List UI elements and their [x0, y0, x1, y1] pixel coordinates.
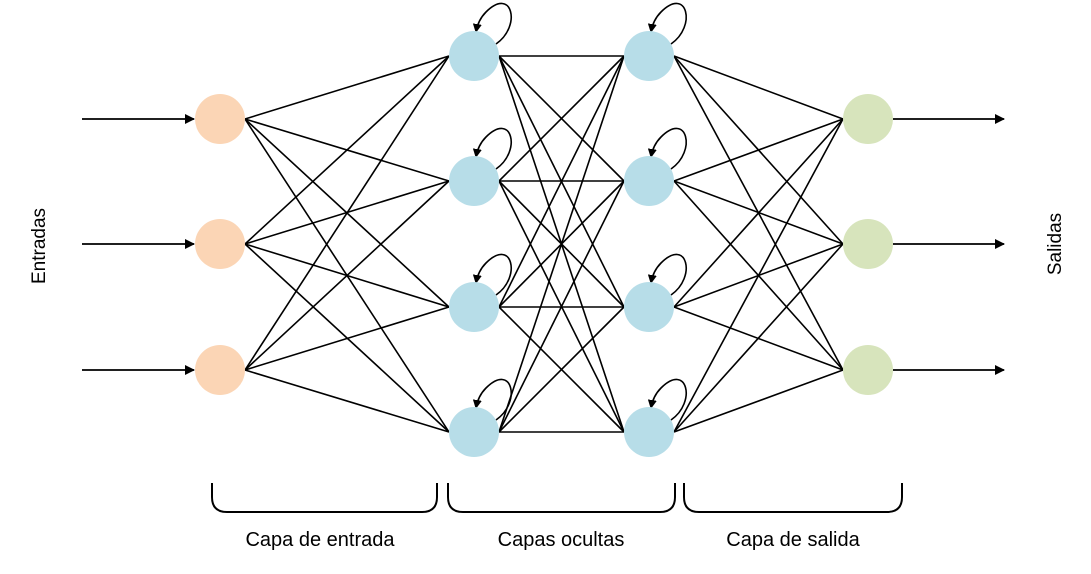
connection-line — [244, 306, 450, 371]
hidden-layers-brace — [447, 483, 676, 513]
output-node — [843, 94, 893, 144]
connection-line — [498, 306, 625, 433]
recurrent-loop-arrow — [472, 378, 512, 421]
recurrent-loop-arrow — [472, 127, 512, 170]
output-layer-label: Capa de salida — [726, 529, 860, 551]
output-layer-brace — [683, 483, 903, 513]
connection-line — [498, 55, 625, 308]
nodes-group — [195, 31, 893, 457]
hidden-1-node — [449, 407, 499, 457]
hidden-2-node — [624, 282, 674, 332]
connection-line — [244, 55, 450, 245]
hidden-1-node — [449, 156, 499, 206]
hidden-layers-label: Capas ocultas — [498, 529, 625, 551]
recurrent-loop-arrow — [647, 378, 687, 421]
hidden-1-node — [449, 31, 499, 81]
input-arrows-group — [82, 114, 195, 375]
connection-line — [498, 55, 625, 182]
connection-line — [673, 118, 844, 433]
connection-line — [244, 55, 450, 120]
connection-line — [673, 118, 844, 182]
output-node — [843, 345, 893, 395]
recurrent-loops-group — [472, 2, 687, 421]
inputs-label: Entradas — [29, 208, 50, 284]
connections-group — [244, 55, 844, 433]
hidden-2-node — [624, 31, 674, 81]
output-arrows-group — [893, 114, 1005, 375]
hidden-2-node — [624, 407, 674, 457]
connection-line — [673, 369, 844, 433]
connection-line — [244, 55, 450, 371]
recurrent-loop-arrow — [647, 253, 687, 296]
connection-line — [244, 369, 450, 433]
input-node — [195, 345, 245, 395]
connection-line — [498, 180, 625, 433]
input-layer-label: Capa de entrada — [245, 529, 395, 551]
output-node — [843, 219, 893, 269]
hidden-1-node — [449, 282, 499, 332]
recurrent-loop-arrow — [647, 127, 687, 170]
recurrent-loop-arrow — [472, 2, 512, 45]
connection-line — [673, 55, 844, 120]
connection-line — [244, 180, 450, 371]
connection-line — [673, 118, 844, 308]
connection-line — [498, 55, 625, 433]
input-node — [195, 219, 245, 269]
connection-line — [673, 243, 844, 433]
recurrent-loop-arrow — [647, 2, 687, 45]
outputs-label: Salidas — [1045, 213, 1066, 275]
input-layer-brace — [211, 483, 438, 513]
recurrent-loop-arrow — [472, 253, 512, 296]
hidden-2-node — [624, 156, 674, 206]
input-node — [195, 94, 245, 144]
